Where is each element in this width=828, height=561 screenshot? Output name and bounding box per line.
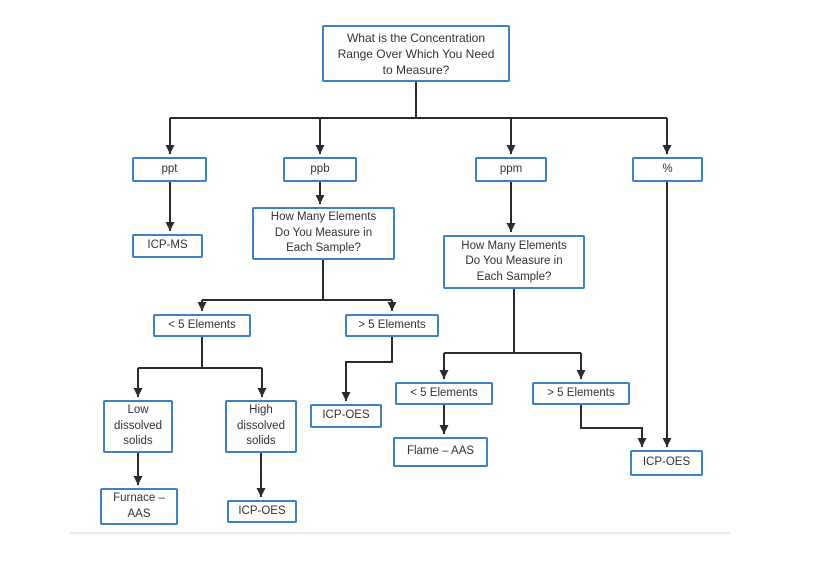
edge-question-branch-bar [170,82,667,119]
node-icp-ms: ICP-MS [132,234,203,258]
node-ppm: ppm [475,157,547,182]
node-percent: % [632,157,703,182]
edge-ppb-gt5-to-icp-oes [341,337,393,401]
node-ppt: ppt [132,157,207,182]
edge-ppm-gt5-to-icp-oes [580,405,647,447]
node-ppb-lt5-elements: < 5 Elements [153,314,251,337]
node-icp-oes-ppb-gt5: ICP-OES [310,404,382,428]
edge-ppb-lt5-split-bar [138,337,262,369]
node-question-range: What is the Concentration Range Over Whi… [322,25,510,82]
node-ppm-elements-question: How Many Elements Do You Measure in Each… [443,235,585,289]
node-ppb: ppb [283,157,357,182]
edge-ppm-question-split-bar [444,289,581,354]
edge-ppb-question-split-bar [202,260,392,301]
node-icp-oes-right: ICP-OES [630,450,703,476]
node-flame-aas: Flame – AAS [393,437,488,467]
node-ppb-gt5-elements: > 5 Elements [345,314,439,337]
node-icp-oes-high-solids: ICP-OES [227,500,297,523]
node-low-dissolved-solids: Low dissolved solids [103,400,173,453]
node-high-dissolved-solids: High dissolved solids [225,400,297,453]
node-ppm-gt5-elements: > 5 Elements [532,382,630,405]
node-furnace-aas: Furnace – AAS [100,488,178,525]
bottom-divider [70,532,730,534]
node-ppb-elements-question: How Many Elements Do You Measure in Each… [252,207,395,260]
node-ppm-lt5-elements: < 5 Elements [395,382,493,405]
